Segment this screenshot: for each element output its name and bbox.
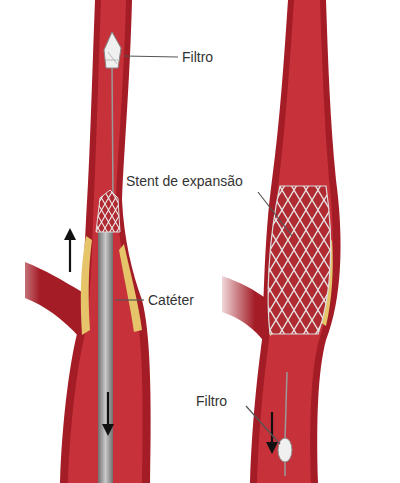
flow-arrow: [69, 236, 71, 272]
leader-line: [258, 192, 292, 236]
catheter: [98, 232, 113, 483]
leader-lines: [115, 56, 292, 444]
artery-right: [215, 0, 341, 483]
collapsed-stent: [96, 190, 120, 232]
plaque: [81, 236, 92, 335]
filter-label: Filtro: [196, 392, 227, 410]
stent-label: Stent de expansão: [126, 172, 243, 190]
filter: [104, 32, 121, 68]
catheter-label: Catéter: [148, 291, 194, 309]
filter: [278, 438, 292, 462]
filter-label: Filtro: [182, 48, 213, 66]
leader-line: [124, 56, 178, 57]
leader-line: [115, 299, 144, 300]
leader-line: [246, 406, 280, 444]
artery-left: [0, 0, 151, 483]
plaque: [119, 244, 142, 332]
flow-arrow: [271, 412, 273, 446]
guide-wire: [112, 62, 113, 200]
flow-arrow: [107, 392, 109, 428]
expanded-stent: [268, 186, 331, 334]
